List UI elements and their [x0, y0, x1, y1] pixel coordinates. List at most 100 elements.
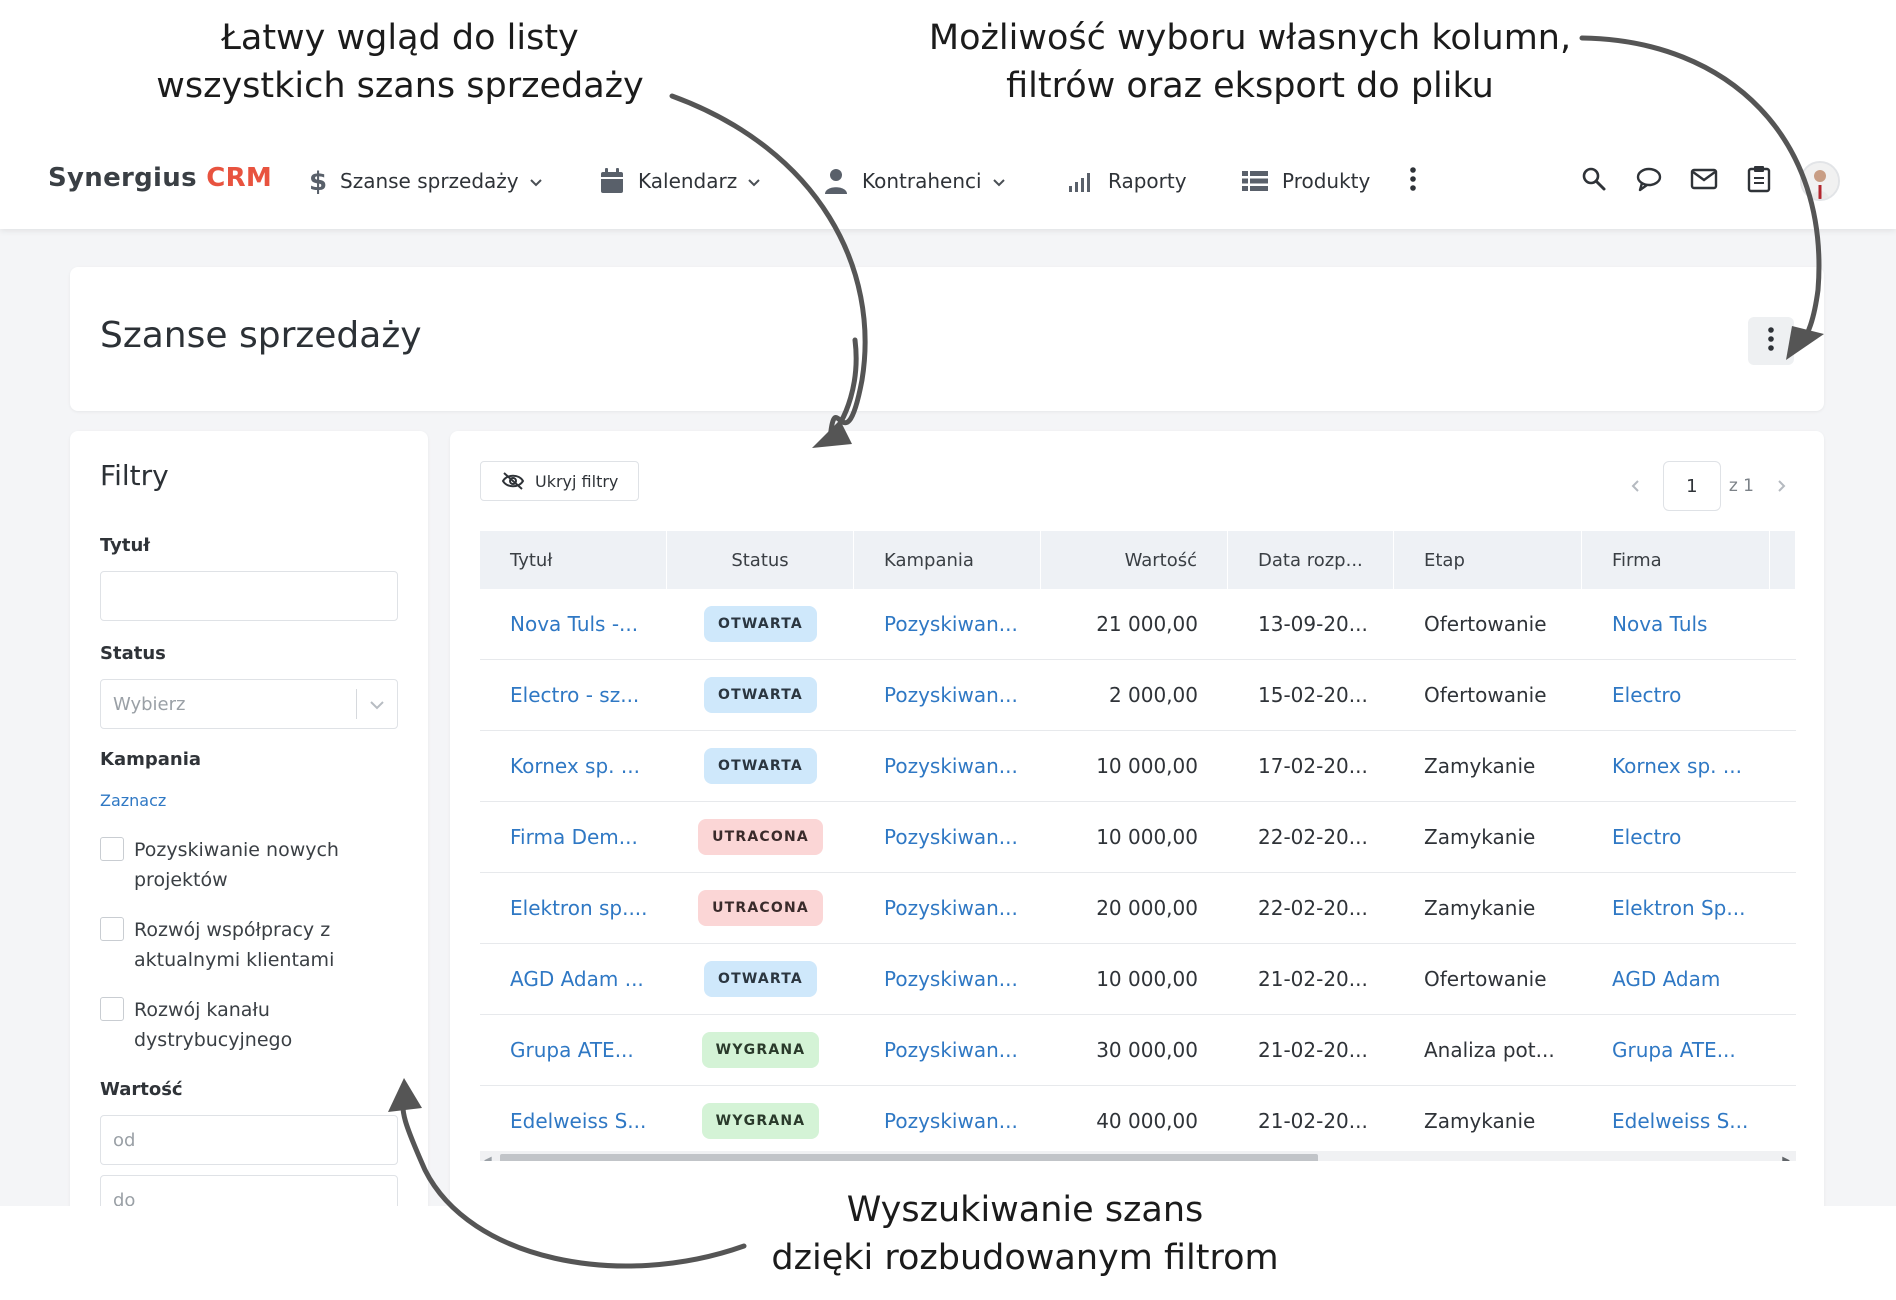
cell-stage: Zamykanie — [1424, 754, 1536, 778]
scroll-left-arrow[interactable]: ◀ — [484, 1155, 492, 1161]
tasks-button[interactable] — [1741, 163, 1777, 199]
nav-products[interactable]: Produkty — [1242, 161, 1370, 201]
cell-campaign[interactable]: Pozyskiwan... — [884, 967, 1018, 991]
select-separator — [356, 689, 357, 719]
cell-company[interactable]: Electro — [1612, 825, 1682, 849]
column-header-title[interactable]: Tytuł — [480, 531, 667, 589]
hide-filters-button[interactable]: Ukryj filtry — [480, 461, 640, 501]
checkbox[interactable] — [100, 837, 124, 861]
hide-filters-label: Ukryj filtry — [535, 471, 619, 491]
nav-label: Produkty — [1282, 169, 1371, 193]
logo-part2: CRM — [206, 163, 273, 193]
cell-campaign[interactable]: Pozyskiwan... — [884, 896, 1018, 920]
column-header-company[interactable]: Firma — [1582, 531, 1770, 589]
nav-calendar[interactable]: Kalendarz — [600, 161, 761, 201]
cell-company[interactable]: AGD Adam — [1612, 967, 1721, 991]
nav-more-menu[interactable] — [1408, 161, 1418, 201]
next-page-button[interactable] — [1768, 472, 1796, 500]
chevron-down-icon — [747, 169, 761, 193]
cell-campaign[interactable]: Pozyskiwan... — [884, 612, 1018, 636]
value-from-input[interactable]: od — [100, 1115, 398, 1165]
cell-extra — [1770, 873, 1796, 943]
column-header-extra — [1770, 531, 1796, 589]
opportunities-table-card: Ukryj filtry 1 z 1 Tytuł Status Kampania… — [450, 431, 1824, 1206]
top-navbar: Synergius CRM $ Szanse sprzedaży Kalenda… — [0, 133, 1896, 229]
cell-status: OTWARTA — [667, 731, 854, 801]
cell-company[interactable]: Electro — [1612, 683, 1682, 707]
cell-company[interactable]: Elektron Sp... — [1612, 896, 1746, 920]
cell-value: 30 000,00 — [1096, 1038, 1198, 1062]
campaign-option-label: Rozwój kanału dystrybucyjnego — [134, 995, 292, 1055]
scrollbar-thumb[interactable] — [500, 1154, 1318, 1161]
annotation-line: Łatwy wgląd do listy — [221, 18, 579, 58]
checkbox[interactable] — [100, 997, 124, 1021]
status-badge: OTWARTA — [704, 961, 817, 997]
page-header-card: Szanse sprzedaży — [70, 267, 1824, 411]
nav-sales-opportunities[interactable]: $ Szanse sprzedaży — [306, 161, 543, 201]
cell-company[interactable]: Nova Tuls — [1612, 612, 1708, 636]
cell-title[interactable]: Elektron sp.... — [510, 896, 648, 920]
vertical-dots-icon — [1408, 166, 1418, 197]
title-filter-input[interactable] — [100, 571, 398, 621]
annotation-line: dzięki rozbudowanym filtrom — [771, 1238, 1279, 1278]
logo[interactable]: Synergius CRM — [48, 163, 272, 193]
cell-company[interactable]: Grupa ATE... — [1612, 1038, 1736, 1062]
cell-title[interactable]: AGD Adam ... — [510, 967, 644, 991]
eye-off-icon — [501, 471, 525, 491]
column-header-stage[interactable]: Etap — [1394, 531, 1582, 589]
cell-title[interactable]: Nova Tuls -... — [510, 612, 639, 636]
column-header-status[interactable]: Status — [667, 531, 854, 589]
search-button[interactable] — [1576, 163, 1612, 199]
cell-campaign[interactable]: Pozyskiwan... — [884, 754, 1018, 778]
horizontal-scrollbar[interactable]: ◀ ▶ — [480, 1151, 1796, 1161]
status-select[interactable]: Wybierz — [100, 679, 398, 729]
value-to-input[interactable]: do — [100, 1175, 398, 1206]
cell-company[interactable]: Kornex sp. ... — [1612, 754, 1742, 778]
cell-campaign[interactable]: Pozyskiwan... — [884, 1109, 1018, 1133]
chevron-down-icon — [992, 169, 1006, 193]
campaign-option-label: Pozyskiwanie nowych projektów — [134, 835, 339, 895]
cell-title[interactable]: Grupa ATE... — [510, 1038, 634, 1062]
logo-part1: Synergius — [48, 163, 197, 193]
user-avatar[interactable] — [1800, 161, 1840, 201]
nav-reports[interactable]: Raporty — [1068, 161, 1187, 201]
column-header-value[interactable]: Wartość — [1041, 531, 1228, 589]
cell-campaign[interactable]: Pozyskiwan... — [884, 683, 1018, 707]
cell-title[interactable]: Edelweiss S... — [510, 1109, 647, 1133]
chat-button[interactable] — [1631, 163, 1667, 199]
cell-title[interactable]: Electro - sz... — [510, 683, 640, 707]
cell-title[interactable]: Kornex sp. ... — [510, 754, 640, 778]
page-number-input[interactable]: 1 — [1662, 461, 1721, 511]
options-menu-button[interactable] — [1748, 317, 1794, 365]
campaign-option[interactable]: Rozwój współpracy z aktualnymi klientami — [100, 915, 400, 975]
filters-panel: Filtry Tytuł Status Wybierz Kampania Zaz… — [70, 431, 428, 1206]
cell-title[interactable]: Firma Dem... — [510, 825, 638, 849]
scroll-right-arrow[interactable]: ▶ — [1782, 1155, 1790, 1161]
person-icon — [824, 168, 848, 194]
cell-start-date: 22-02-20... — [1258, 825, 1368, 849]
cell-company[interactable]: Edelweiss S... — [1612, 1109, 1749, 1133]
column-header-campaign[interactable]: Kampania — [854, 531, 1041, 589]
previous-page-button[interactable] — [1621, 472, 1649, 500]
cell-extra — [1770, 731, 1796, 801]
mail-button[interactable] — [1686, 163, 1722, 199]
campaign-option[interactable]: Rozwój kanału dystrybucyjnego — [100, 995, 400, 1055]
list-icon — [1242, 170, 1268, 192]
cell-status: UTRACONA — [667, 802, 854, 872]
cell-campaign[interactable]: Pozyskiwan... — [884, 825, 1018, 849]
cell-campaign[interactable]: Pozyskiwan... — [884, 1038, 1018, 1062]
checkbox[interactable] — [100, 917, 124, 941]
select-all-campaigns-link[interactable]: Zaznacz — [100, 791, 167, 810]
campaign-option[interactable]: Pozyskiwanie nowych projektów — [100, 835, 400, 895]
column-header-start-date[interactable]: Data rozp... — [1228, 531, 1394, 589]
nav-contractors[interactable]: Kontrahenci — [824, 161, 1006, 201]
campaign-option-label: Rozwój współpracy z aktualnymi klientami — [134, 915, 334, 975]
